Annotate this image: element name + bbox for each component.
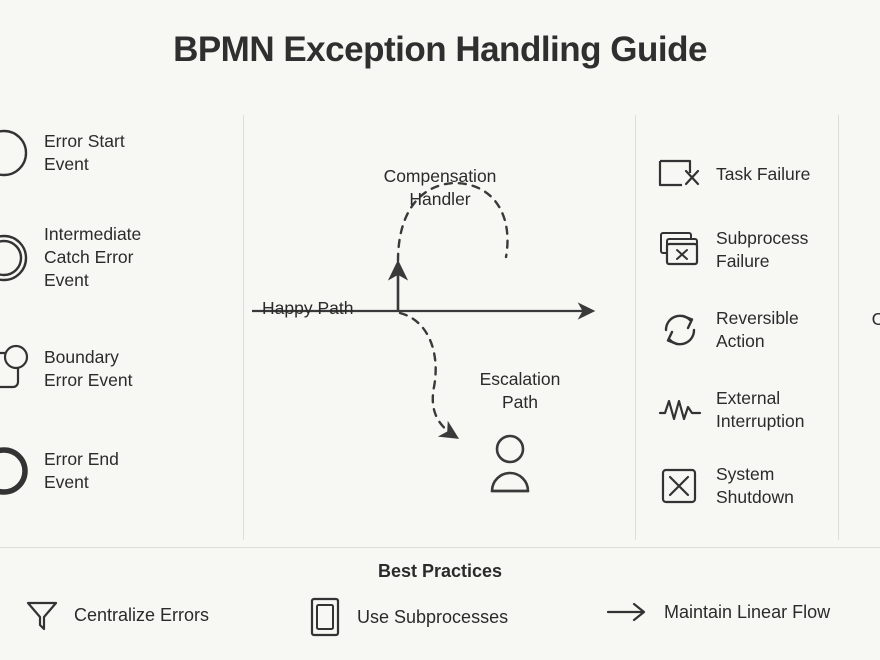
legend-label: Technical Errors [853, 463, 880, 509]
legend-label: Compensation Handler [871, 309, 880, 329]
legend-item-pattern-3[interactable]: Escalation Events [853, 387, 880, 433]
legend-item-subprocess-failure[interactable]: Subprocess Failure [658, 227, 808, 273]
legend-item-system-shutdown[interactable]: System Shutdown [658, 463, 794, 509]
legend-label: External Interruption [716, 388, 805, 431]
legend-item-error-start-event[interactable]: Error Start Event [0, 127, 125, 179]
best-practices-section: Best Practices Centralize Errors Use [0, 547, 880, 660]
column-divider-2 [635, 115, 636, 540]
column-divider-3 [838, 115, 839, 540]
legend-label: Boundary Events [853, 155, 880, 201]
events-column: Error Start Event Intermediate Catch Err… [0, 115, 243, 540]
compensation-loop-path [396, 181, 509, 263]
section-divider [0, 547, 880, 548]
best-practice-use-subprocesses[interactable]: Use Subprocesses [305, 595, 508, 639]
legend-label: System Shutdown [716, 464, 794, 507]
failures-column: Task Failure Subprocess Failure [636, 115, 838, 540]
boundary-error-event-icon [0, 343, 30, 395]
legend-item-error-end-event[interactable]: Error End Event [0, 445, 119, 497]
error-end-event-icon [0, 445, 30, 497]
error-start-event-icon [0, 127, 30, 179]
legend-label: Catch Errors [853, 233, 880, 279]
nested-square-icon [305, 595, 345, 639]
escalation-path-label: Escalation Path [479, 369, 561, 412]
happy-path-label: Happy Path [262, 298, 354, 318]
legend-item-pattern-1[interactable]: Catch Errors [853, 233, 880, 279]
compensation-handler-label: Compensation Handler [383, 166, 497, 209]
legend-item-boundary-error-event[interactable]: Boundary Error Event [0, 343, 133, 395]
intermediate-catch-error-icon [0, 232, 30, 284]
legend-label: Error End Event [44, 449, 119, 492]
legend-item-pattern-0[interactable]: Boundary Events [853, 155, 880, 201]
escalation-path-line [398, 311, 460, 439]
flow-diagram: Compensation Handler Happy Path Escalati… [244, 115, 636, 540]
legend-item-reversible-action[interactable]: Reversible Action [658, 307, 799, 353]
person-icon [490, 434, 530, 493]
arrow-right-icon [604, 595, 652, 629]
page-title: BPMN Exception Handling Guide [173, 30, 707, 69]
best-practice-maintain-linear-flow[interactable]: Maintain Linear Flow [604, 595, 830, 629]
external-interruption-icon [658, 393, 704, 427]
legend-label: Task Failure [716, 163, 811, 184]
legend-item-pattern-4[interactable]: Technical Errors [853, 463, 880, 509]
flow-graphics [252, 181, 596, 493]
legend-item-pattern-2[interactable]: Compensation Handler [853, 308, 880, 354]
system-shutdown-icon [658, 466, 704, 506]
best-practice-centralize-errors[interactable]: Centralize Errors [22, 595, 209, 635]
best-practice-label: Centralize Errors [74, 604, 210, 625]
best-practice-label: Use Subprocesses [357, 606, 509, 627]
legend-label: Reversible Action [716, 308, 799, 351]
legend-label: Intermediate Catch Error Event [44, 224, 142, 290]
funnel-icon [22, 595, 62, 635]
subprocess-failure-icon [658, 230, 704, 270]
legend-label: Error Start Event [44, 131, 125, 174]
legend-item-external-interruption[interactable]: External Interruption [658, 387, 805, 433]
task-failure-icon [658, 157, 704, 191]
column-divider-1 [243, 115, 244, 540]
best-practices-row: Centralize Errors Use Subprocesses [0, 595, 880, 645]
legend-label: Subprocess Failure [716, 228, 809, 271]
legend-item-intermediate-catch-error-event[interactable]: Intermediate Catch Error Event [0, 223, 141, 292]
legend-item-task-failure[interactable]: Task Failure [658, 157, 810, 191]
legend-label: Boundary Error Event [44, 347, 133, 390]
best-practices-title: Best Practices [377, 561, 503, 581]
best-practice-label: Maintain Linear Flow [664, 601, 831, 622]
reversible-action-icon [658, 310, 704, 350]
legend-label: Escalation Events [853, 387, 880, 433]
patterns-column: Boundary Events Catch Errors Compensatio… [839, 115, 880, 540]
